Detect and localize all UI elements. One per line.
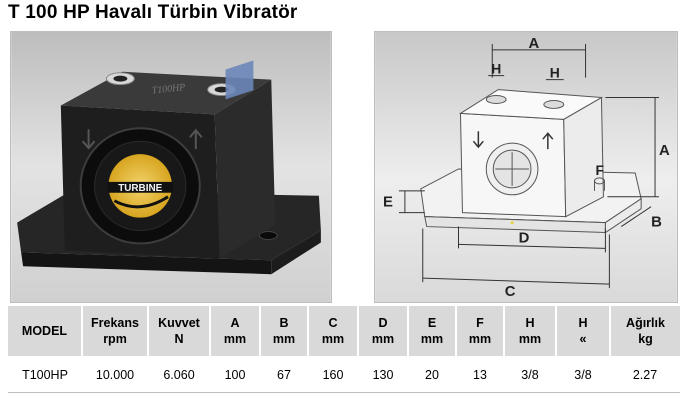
dim-label-d: D [519, 230, 530, 246]
header-model: MODEL [8, 306, 83, 357]
table-row: T100HP 10.000 6.060 100 67 160 130 20 13… [8, 356, 680, 393]
product-photo: T100HP TURBINE [10, 31, 332, 303]
sticker [225, 60, 254, 100]
technical-drawing: A H H A B D C E F [374, 31, 678, 303]
header-h-inch: H« [556, 306, 611, 357]
arrow-up-icon [189, 128, 203, 150]
cell-f: 13 [456, 356, 504, 393]
dim-label-b: B [651, 215, 662, 231]
cell-h-mm: 3/8 [504, 356, 556, 393]
arrow-down-icon [81, 129, 96, 150]
model-engraving: T100HP [151, 82, 186, 96]
dim-label-e: E [383, 195, 393, 211]
dim-label-h2: H [550, 65, 560, 81]
page-title: T 100 HP Havalı Türbin Vibratör [8, 2, 298, 23]
cell-frekans: 10.000 [82, 356, 148, 393]
dim-label-f: F [595, 162, 603, 178]
cell-a: 100 [210, 356, 260, 393]
cell-c: 160 [308, 356, 358, 393]
cell-d: 130 [358, 356, 408, 393]
cell-model: T100HP [8, 356, 82, 393]
turbine-logo-text: TURBINE [118, 183, 162, 194]
dim-label-c: C [505, 284, 516, 300]
cell-agirlik: 2.27 [610, 356, 680, 393]
cell-h-inch: 3/8 [556, 356, 610, 393]
cell-e: 20 [408, 356, 456, 393]
cell-kuvvet: 6.060 [148, 356, 210, 393]
dim-label-a-side: A [659, 143, 670, 159]
dim-label-a-top: A [529, 36, 540, 52]
dim-label-h1: H [491, 61, 501, 77]
cell-b: 67 [260, 356, 308, 393]
